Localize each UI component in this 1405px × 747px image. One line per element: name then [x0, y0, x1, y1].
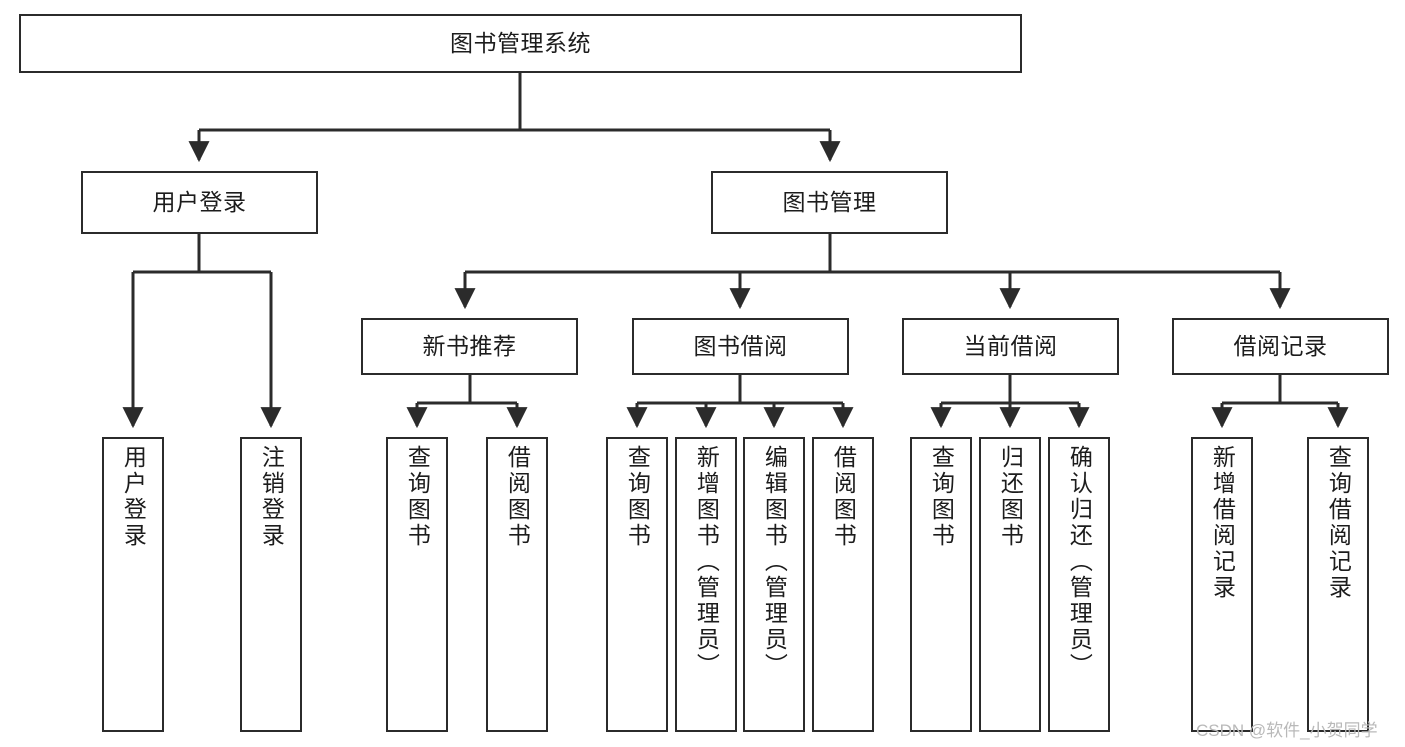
leaf-query-book-3[interactable]: 查询图书 — [910, 437, 972, 732]
leaf-borrow-book-2-label: 借阅图书 — [830, 445, 857, 549]
leaf-user-logout-label: 注销登录 — [258, 445, 285, 549]
csdn-watermark: CSDN @软件_小贺同学 — [1196, 721, 1378, 740]
leaf-add-record-label: 新增借阅记录 — [1209, 445, 1236, 601]
leaf-user-login-label: 用户登录 — [120, 445, 147, 549]
node-new-book-recommend-label: 新书推荐 — [422, 332, 517, 359]
leaf-add-book-label: 新增图书（管理员） — [693, 445, 720, 679]
node-borrow-record-label: 借阅记录 — [1233, 332, 1328, 359]
leaf-borrow-book-1[interactable]: 借阅图书 — [486, 437, 548, 732]
node-borrow-record[interactable]: 借阅记录 — [1172, 318, 1389, 375]
leaf-user-logout[interactable]: 注销登录 — [240, 437, 302, 732]
node-current-borrow[interactable]: 当前借阅 — [902, 318, 1119, 375]
leaf-edit-book[interactable]: 编辑图书（管理员） — [743, 437, 805, 732]
node-new-book-recommend[interactable]: 新书推荐 — [361, 318, 578, 375]
leaf-query-record[interactable]: 查询借阅记录 — [1307, 437, 1369, 732]
leaf-return-book[interactable]: 归还图书 — [979, 437, 1041, 732]
leaf-query-book-1[interactable]: 查询图书 — [386, 437, 448, 732]
leaf-query-book-3-label: 查询图书 — [928, 445, 955, 549]
node-book-management[interactable]: 图书管理 — [711, 171, 948, 234]
leaf-query-record-label: 查询借阅记录 — [1325, 445, 1352, 601]
node-root-label: 图书管理系统 — [450, 29, 591, 56]
node-current-borrow-label: 当前借阅 — [963, 332, 1058, 359]
node-user-login-label: 用户登录 — [152, 188, 247, 215]
leaf-confirm-return-label: 确认归还（管理员） — [1066, 445, 1093, 679]
leaf-borrow-book-2[interactable]: 借阅图书 — [812, 437, 874, 732]
leaf-query-book-2[interactable]: 查询图书 — [606, 437, 668, 732]
leaf-edit-book-label: 编辑图书（管理员） — [761, 445, 788, 679]
node-book-borrow[interactable]: 图书借阅 — [632, 318, 849, 375]
node-book-management-label: 图书管理 — [782, 188, 877, 215]
node-root[interactable]: 图书管理系统 — [19, 14, 1022, 73]
node-book-borrow-label: 图书借阅 — [693, 332, 788, 359]
leaf-user-login[interactable]: 用户登录 — [102, 437, 164, 732]
leaf-confirm-return[interactable]: 确认归还（管理员） — [1048, 437, 1110, 732]
leaf-add-record[interactable]: 新增借阅记录 — [1191, 437, 1253, 732]
leaf-borrow-book-1-label: 借阅图书 — [504, 445, 531, 549]
node-user-login[interactable]: 用户登录 — [81, 171, 318, 234]
leaf-add-book[interactable]: 新增图书（管理员） — [675, 437, 737, 732]
leaf-query-book-2-label: 查询图书 — [624, 445, 651, 549]
leaf-return-book-label: 归还图书 — [997, 445, 1024, 549]
leaf-query-book-1-label: 查询图书 — [404, 445, 431, 549]
